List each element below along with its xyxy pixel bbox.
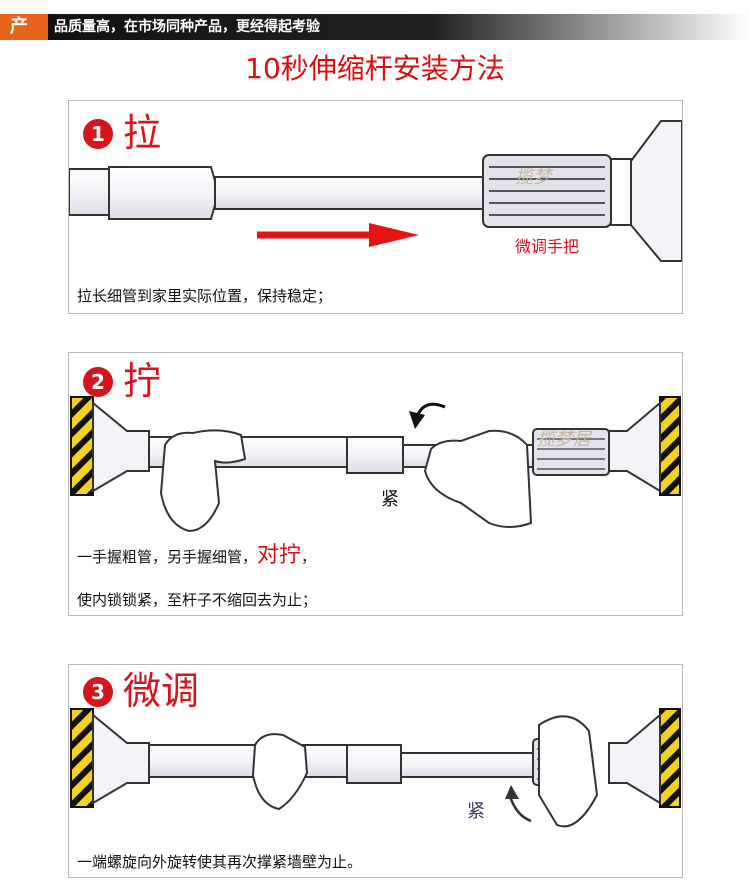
step-2-illustration (70, 396, 681, 533)
step-1-watermark: 揽梦 (515, 167, 551, 188)
step-3-panel: 3 微调 紧 一端螺旋向外旋转使其再次撑紧墙壁为止。 (68, 664, 683, 878)
tighten-label: 紧 (467, 801, 485, 822)
step-2-caption-line-1: 一手握粗管，另手握细管，对拧， (77, 543, 317, 568)
step-2-panel: 2 拧 揽梦居 紧 一手握粗管，另手握细管，对拧， 使内锁锁紧，至杆子不缩回去为… (68, 352, 683, 616)
step-3-number: 3 (83, 677, 113, 707)
step-1-number: 1 (83, 119, 113, 149)
tighten-label: 紧 (381, 489, 399, 510)
step-3-illustration (70, 708, 681, 828)
step-3-title: 微调 (123, 669, 200, 713)
step-1-illustration (69, 120, 682, 262)
step-1-title: 拉 (123, 111, 162, 155)
step-2-caption-line-2: 使内锁锁紧，至杆子不缩回去为止； (77, 591, 318, 609)
step-2-number: 2 (83, 367, 113, 397)
fine-tune-handle-label: 微调手把 (515, 237, 580, 256)
page-title: 10秒伸缩杆安装方法 (245, 52, 505, 85)
header-tag: 产 (0, 14, 48, 40)
step-1-caption: 拉长细管到家里实际位置，保持稳定； (77, 287, 333, 305)
twist-highlight: 对拧 (257, 543, 302, 568)
header-slogan: 品质量高，在市场同种产品，更经得起考验 (48, 14, 750, 40)
step-3-caption: 一端螺旋向外旋转使其再次撑紧墙壁为止。 (77, 853, 363, 871)
step-2-watermark: 揽梦居 (537, 429, 591, 450)
step-1-panel: 1 拉 揽梦 微调手把 拉长细管到家里实际位置，保持稳定； (68, 100, 683, 314)
header-banner: 产 品质量高，在市场同种产品，更经得起考验 (0, 14, 750, 40)
step-2-title: 拧 (123, 359, 162, 403)
